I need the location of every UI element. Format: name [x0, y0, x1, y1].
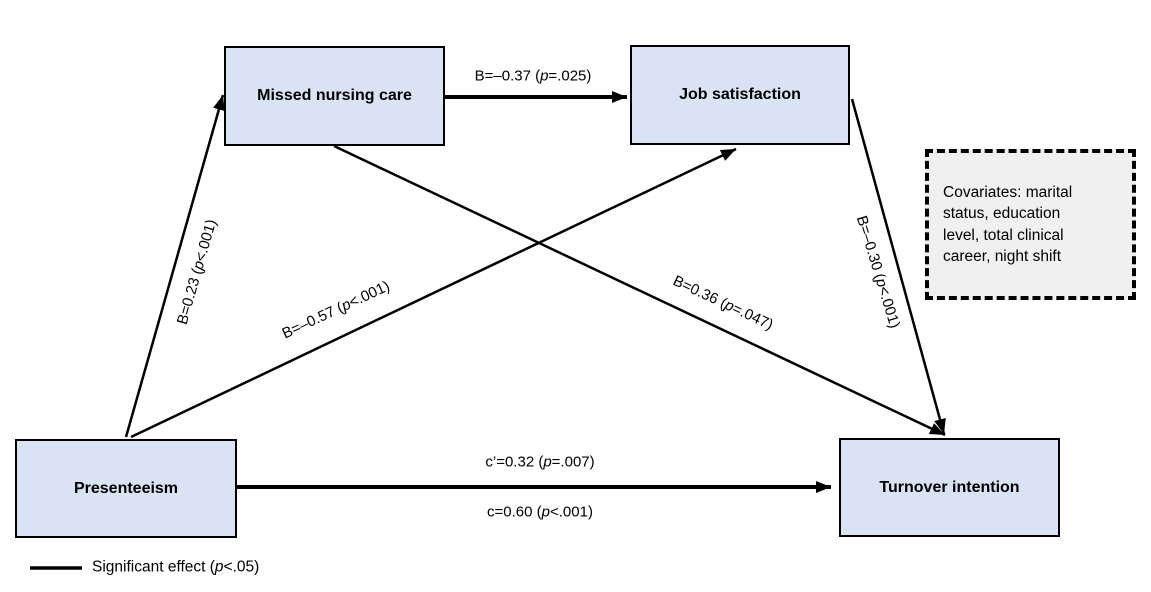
path-label-total-effect-pre: c=0.60 (: [487, 503, 542, 521]
path-label-direct-effect-p: p: [543, 453, 552, 471]
path-label-mnc-to-js-pre: B=–0.37 (: [474, 67, 541, 85]
node-presenteeism-label: Presenteeism: [73, 479, 179, 497]
legend-label-post: <.05): [223, 558, 260, 576]
arrow-job-satisfaction-to-turnover-intention: [850, 98, 946, 435]
covariates-text: Covariates: marital status, education le…: [943, 183, 1073, 265]
node-missed-nursing-care-label: Missed nursing care: [257, 87, 412, 104]
node-presenteeism: Presenteeism: [15, 439, 237, 538]
legend-label-p: p: [214, 558, 224, 576]
legend-label-pre: Significant effect (: [92, 558, 215, 576]
node-turnover-intention-label: Turnover intention: [879, 478, 1020, 496]
path-label-total-effect-p: p: [541, 503, 551, 521]
path-label-mnc-to-js: B=–0.37 (p=.025): [475, 68, 592, 85]
node-job-satisfaction: Job satisfaction: [630, 45, 850, 145]
path-label-direct-effect: c’=0.32 (p=.007): [485, 454, 594, 471]
path-label-total-effect: c=0.60 (p<.001): [487, 504, 593, 521]
arrow-missed-nursing-care-to-turnover-intention: [333, 144, 946, 437]
covariates-box: Covariates: marital status, education le…: [925, 149, 1136, 300]
node-missed-nursing-care: Missed nursing care: [224, 46, 445, 146]
legend-label: Significant effect (p<.05): [92, 558, 259, 576]
path-label-direct-effect-pre: c’=0.32 (: [485, 453, 544, 471]
node-job-satisfaction-label: Job satisfaction: [679, 86, 801, 103]
path-label-mnc-to-js-post: =.025): [548, 67, 592, 85]
path-label-mnc-to-js-p: p: [540, 67, 549, 85]
path-label-total-effect-post: <.001): [550, 503, 593, 521]
arrow-presenteeism-to-missed-nursing-care: [124, 94, 225, 438]
arrow-presenteeism-to-job-satisfaction: [130, 147, 737, 439]
node-turnover-intention: Turnover intention: [839, 438, 1060, 537]
path-label-direct-effect-post: =.007): [551, 453, 595, 471]
